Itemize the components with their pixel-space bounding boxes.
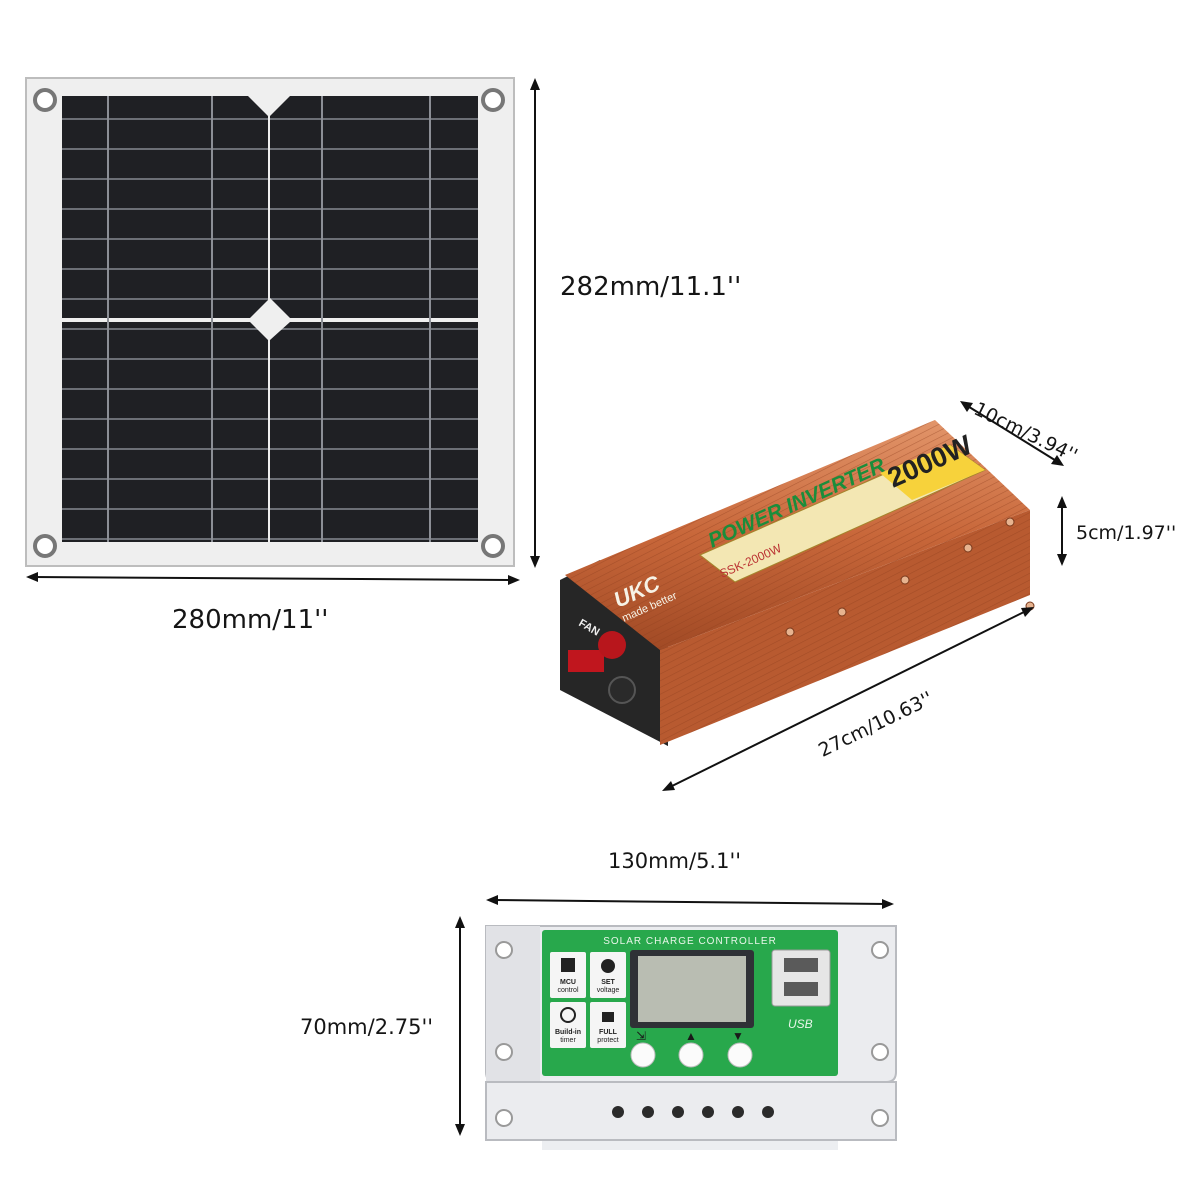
menu-icon: ⇲	[636, 1029, 646, 1043]
gear-icon	[601, 959, 615, 973]
inverter-depth-arrow	[960, 401, 1064, 466]
usb-port-2	[784, 982, 818, 996]
controller-width-label: 130mm/5.1''	[608, 849, 742, 873]
up-arrow-icon: ▲	[685, 1029, 697, 1043]
inverter-length-arrow	[662, 607, 1034, 791]
usb-label: USB	[788, 1017, 813, 1031]
solar-panel-cells	[62, 96, 478, 542]
feature-mcu-line2: control	[557, 987, 578, 994]
controller-height-arrow	[455, 916, 465, 1136]
controller-mount-hole-left	[495, 941, 513, 959]
chip-icon	[561, 958, 575, 972]
controller-height-label: 70mm/2.75''	[300, 1015, 434, 1039]
up-button[interactable]	[678, 1042, 704, 1068]
feature-set-line1: SET	[601, 979, 615, 986]
controller-title: SOLAR CHARGE CONTROLLER	[603, 936, 777, 947]
terminal-indicators	[612, 1106, 774, 1118]
controller-width-arrow	[486, 895, 894, 909]
panel-width-arrow	[26, 572, 520, 585]
panel-height-label: 282mm/11.1''	[560, 272, 742, 302]
controller-mount-hole-right	[871, 941, 889, 959]
usb-port-1	[784, 958, 818, 972]
clock-icon	[560, 1007, 576, 1023]
down-button[interactable]	[727, 1042, 753, 1068]
feature-protect-line1: FULL	[599, 1029, 618, 1036]
inverter-terminal-positive	[568, 631, 626, 672]
inverter-terminal-negative	[608, 676, 636, 704]
panel-width-label: 280mm/11''	[172, 605, 329, 635]
inverter-height-arrow	[1057, 496, 1067, 566]
controller-lcd	[638, 956, 746, 1022]
menu-button[interactable]	[630, 1042, 656, 1068]
feature-mcu-line1: MCU	[560, 979, 576, 986]
feature-protect-line2: protect	[597, 1037, 618, 1044]
feature-timer-line1: Build-in	[555, 1029, 581, 1036]
down-arrow-icon: ▼	[732, 1029, 744, 1043]
lock-icon	[602, 1012, 614, 1022]
inverter-height-label: 5cm/1.97''	[1076, 522, 1177, 544]
feature-timer-line2: timer	[560, 1037, 576, 1044]
feature-set-line2: voltage	[597, 987, 620, 994]
panel-height-arrow	[530, 78, 540, 568]
mounting-holes	[33, 88, 505, 558]
feature-tiles	[550, 952, 626, 1048]
